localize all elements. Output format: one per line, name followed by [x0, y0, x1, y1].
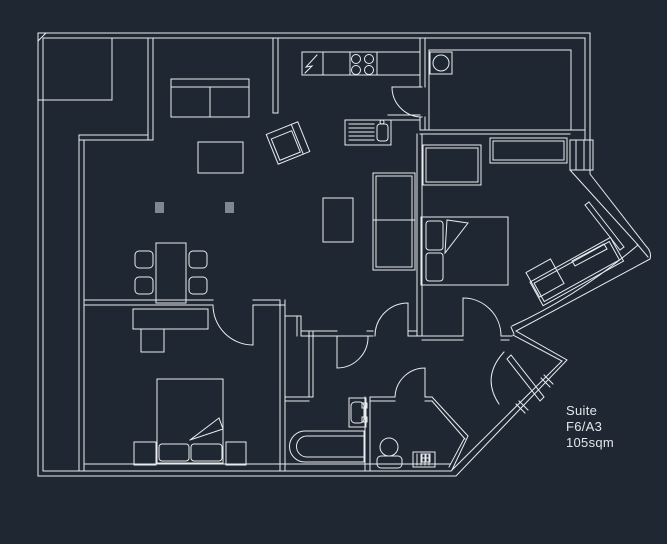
blanket-fold [189, 417, 224, 441]
sink-basin [376, 123, 389, 142]
corner-chamfer [37, 32, 47, 42]
bedroom2-bottom-wall [416, 335, 513, 341]
column [155, 202, 164, 213]
stove-burners [351, 54, 374, 75]
radiator [412, 451, 436, 468]
drainer-hatch [348, 123, 375, 141]
wc-top-wall [369, 396, 433, 402]
bathroom [289, 397, 436, 469]
kitchen [301, 51, 421, 146]
bay-nook [525, 236, 625, 307]
exterior-walls [37, 32, 651, 477]
bay-window-upper [584, 201, 625, 251]
bedroom1-right-wall [279, 299, 286, 472]
wardrobe [372, 172, 416, 271]
fridge-flash-icon [304, 54, 318, 74]
column [225, 202, 234, 213]
entry-stub-wall [147, 37, 154, 141]
bedroom-1 [132, 308, 247, 466]
sofa [170, 78, 250, 118]
bay-wall-cap [510, 326, 515, 335]
utility-room-outline [428, 49, 572, 131]
corridor-wall [300, 330, 418, 337]
window-mullion-panes [575, 139, 585, 171]
dining-table [155, 242, 187, 304]
desk [422, 144, 482, 186]
pillow [190, 443, 223, 462]
bedroom1-door [212, 304, 254, 346]
inner-left-bottom [42, 37, 452, 472]
pillow [425, 220, 444, 251]
suite-label-line2: F6/A3 [566, 419, 602, 434]
armchair [265, 121, 311, 165]
inner-diagonal-south [450, 334, 563, 472]
hall-table [322, 197, 354, 243]
windows [569, 139, 625, 267]
storage-room-walls [37, 37, 113, 101]
suite-label-line3: 105sqm [566, 435, 614, 450]
blanket-fold [444, 219, 469, 255]
wc-diagonal-walls [431, 396, 469, 471]
dining-chair [188, 276, 208, 295]
kitchen-sink-unit [344, 119, 392, 146]
dining-table-set [134, 242, 208, 304]
nightstand [225, 441, 247, 466]
bathroom-door [336, 335, 369, 369]
desk-chair [140, 328, 165, 353]
inner-bay-face [511, 169, 639, 327]
bathroom-left-wall [308, 330, 314, 398]
faucet [379, 119, 385, 125]
corridor-step-wall [284, 315, 302, 337]
kitchen-door [391, 86, 423, 118]
window-mullion [569, 139, 594, 171]
shelf [489, 137, 568, 164]
pillow [425, 252, 444, 282]
bathtub [289, 430, 365, 463]
left-long-wall [78, 134, 85, 472]
kitchen-divider-wall [272, 37, 279, 114]
desk [132, 308, 209, 330]
outer-boundary [37, 32, 651, 477]
counter-dividers [322, 51, 378, 76]
doors [212, 86, 554, 414]
double-bed [156, 378, 224, 464]
pillow [158, 443, 190, 462]
bedroom2-door [462, 297, 502, 337]
dining-chair [134, 250, 154, 269]
dining-chair [188, 250, 208, 269]
toilet [376, 437, 403, 469]
entry-door-jambs [515, 374, 554, 414]
entry-door [490, 351, 554, 414]
washing-machine [429, 51, 453, 75]
nightstand [133, 441, 157, 466]
suite-label: Suite F6/A3 105sqm [566, 403, 614, 450]
left-mid-wall [78, 134, 149, 141]
inner-top-right [42, 37, 586, 141]
kitchen-counter [301, 51, 421, 76]
bedroom-2 [420, 137, 568, 286]
washbasin [348, 397, 368, 428]
interior-walls [37, 37, 586, 472]
coffee-table [197, 141, 244, 174]
bay-corner-piece [636, 243, 649, 258]
utility-bottom-wall [419, 129, 586, 135]
bay-stool [525, 258, 565, 298]
double-bed [420, 216, 509, 286]
corridor-door [374, 302, 409, 337]
dining-chair [134, 276, 154, 295]
living-room [134, 78, 416, 304]
bathroom-jog-wall [284, 396, 314, 402]
entry-door-arc [490, 351, 505, 405]
entry-door-leaf [506, 354, 545, 402]
hall-bedroom2-wall [416, 133, 423, 337]
living-bedroom1-wall [83, 299, 286, 306]
bay-bench [529, 236, 625, 307]
wc-door [394, 367, 426, 398]
utility-room [428, 49, 572, 131]
bath-wc-divider [364, 396, 371, 471]
suite-label-line1: Suite [566, 403, 597, 418]
bay-window-lower [571, 243, 608, 267]
